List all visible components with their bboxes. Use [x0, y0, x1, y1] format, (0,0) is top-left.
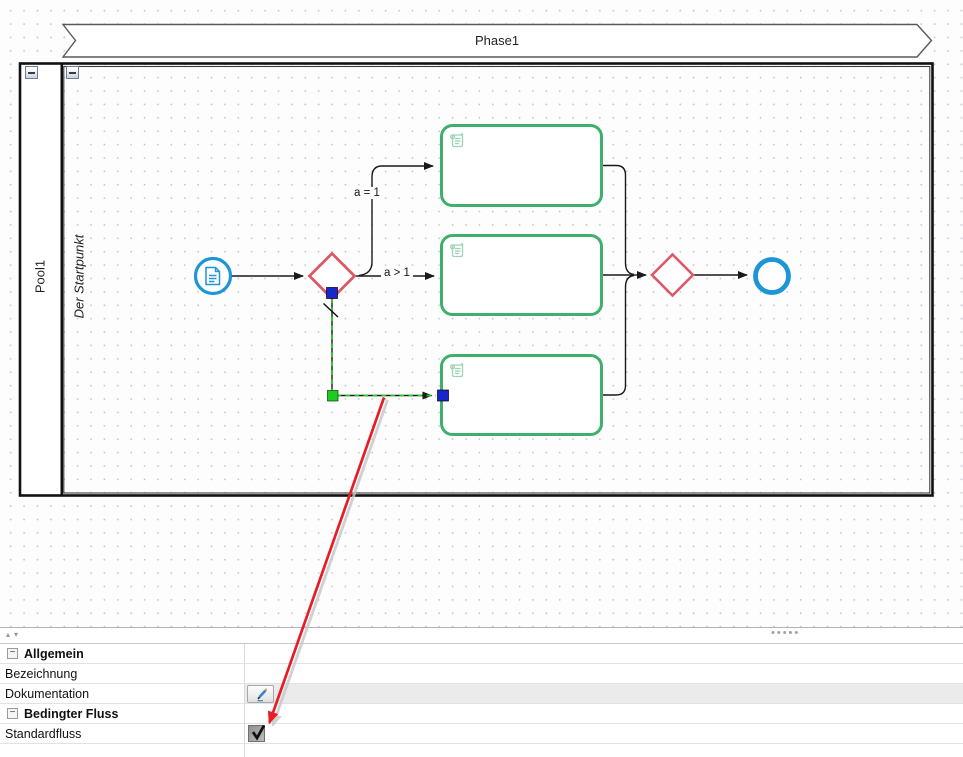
pool-collapse-button[interactable] — [25, 66, 38, 79]
flow-condition-label-middle: a > 1 — [381, 267, 413, 279]
property-row-dokumentation[interactable]: Dokumentation — [0, 684, 963, 704]
script-task-icons — [449, 132, 464, 378]
property-label: Dokumentation — [5, 686, 90, 701]
phase-banner[interactable] — [61, 23, 933, 58]
bpmn-diagram — [18, 23, 934, 497]
flow-condition-label-top: a = 1 — [351, 187, 383, 199]
lane-label: Der Startpunkt — [71, 234, 87, 319]
selection-handle-target[interactable] — [437, 389, 449, 402]
checkmark-icon — [251, 724, 266, 741]
selection-handle-bend[interactable] — [327, 390, 339, 402]
lane-border[interactable] — [63, 65, 931, 494]
property-row-bezeichnung[interactable]: Bezeichnung — [0, 664, 963, 684]
property-label: Bezeichnung — [5, 666, 78, 681]
task-top[interactable] — [440, 124, 603, 207]
end-event[interactable] — [753, 257, 791, 295]
group-label: Allgemein — [24, 646, 84, 661]
flow-default-selected[interactable] — [331, 298, 433, 400]
minus-icon — [69, 71, 76, 74]
pencil-icon — [257, 687, 267, 701]
collapse-up-icon[interactable]: ▴ — [6, 630, 15, 639]
properties-panel: − Allgemein Bezeichnung Dokumentation − … — [0, 643, 963, 757]
collapse-down-icon[interactable]: ▾ — [14, 630, 23, 639]
property-row-standardfluss[interactable]: Standardfluss — [0, 724, 963, 744]
document-icon — [205, 266, 221, 286]
property-label: Standardfluss — [5, 726, 82, 741]
minus-icon — [28, 71, 35, 74]
property-group-allgemein[interactable]: − Allgemein — [0, 644, 963, 664]
pool-header-fill[interactable] — [21, 65, 60, 494]
standardfluss-checkbox[interactable] — [248, 724, 266, 742]
task-bottom[interactable] — [440, 354, 603, 436]
task-middle[interactable] — [440, 234, 603, 316]
flow-task1-to-merge[interactable] — [602, 164, 635, 276]
pool-border[interactable] — [18, 62, 934, 497]
properties-empty-area — [0, 744, 963, 757]
splitter-drag-handle-icon[interactable]: ••••• — [771, 627, 801, 639]
bezeichnung-value-cell[interactable] — [245, 664, 963, 683]
group-collapse-icon[interactable]: − — [7, 648, 18, 659]
gateway-merge[interactable] — [650, 252, 695, 298]
lane-collapse-button[interactable] — [66, 66, 79, 79]
group-label: Bedingter Fluss — [24, 706, 119, 721]
flow-default-selection-dash — [331, 298, 436, 397]
group-collapse-icon[interactable]: − — [7, 708, 18, 719]
default-flow-slash-icon — [322, 302, 339, 318]
flow-a-equals-1[interactable] — [358, 162, 434, 277]
splitter-collapse-arrows[interactable]: ▴▾ — [6, 630, 22, 639]
flow-task3-to-merge[interactable] — [602, 274, 635, 396]
property-group-bedingter-fluss[interactable]: − Bedingter Fluss — [0, 704, 963, 724]
panel-splitter[interactable]: ▴▾ ••••• — [0, 627, 963, 643]
pool-label: Pool1 — [32, 259, 48, 294]
diagram-canvas: Phase1 Pool1 Der Startpunkt a = 1 a > 1 — [0, 0, 963, 628]
edit-documentation-button[interactable] — [247, 684, 274, 703]
selection-handle-source[interactable] — [326, 287, 338, 299]
dokumentation-value-cell[interactable] — [245, 684, 963, 703]
phase-label: Phase1 — [474, 33, 520, 48]
